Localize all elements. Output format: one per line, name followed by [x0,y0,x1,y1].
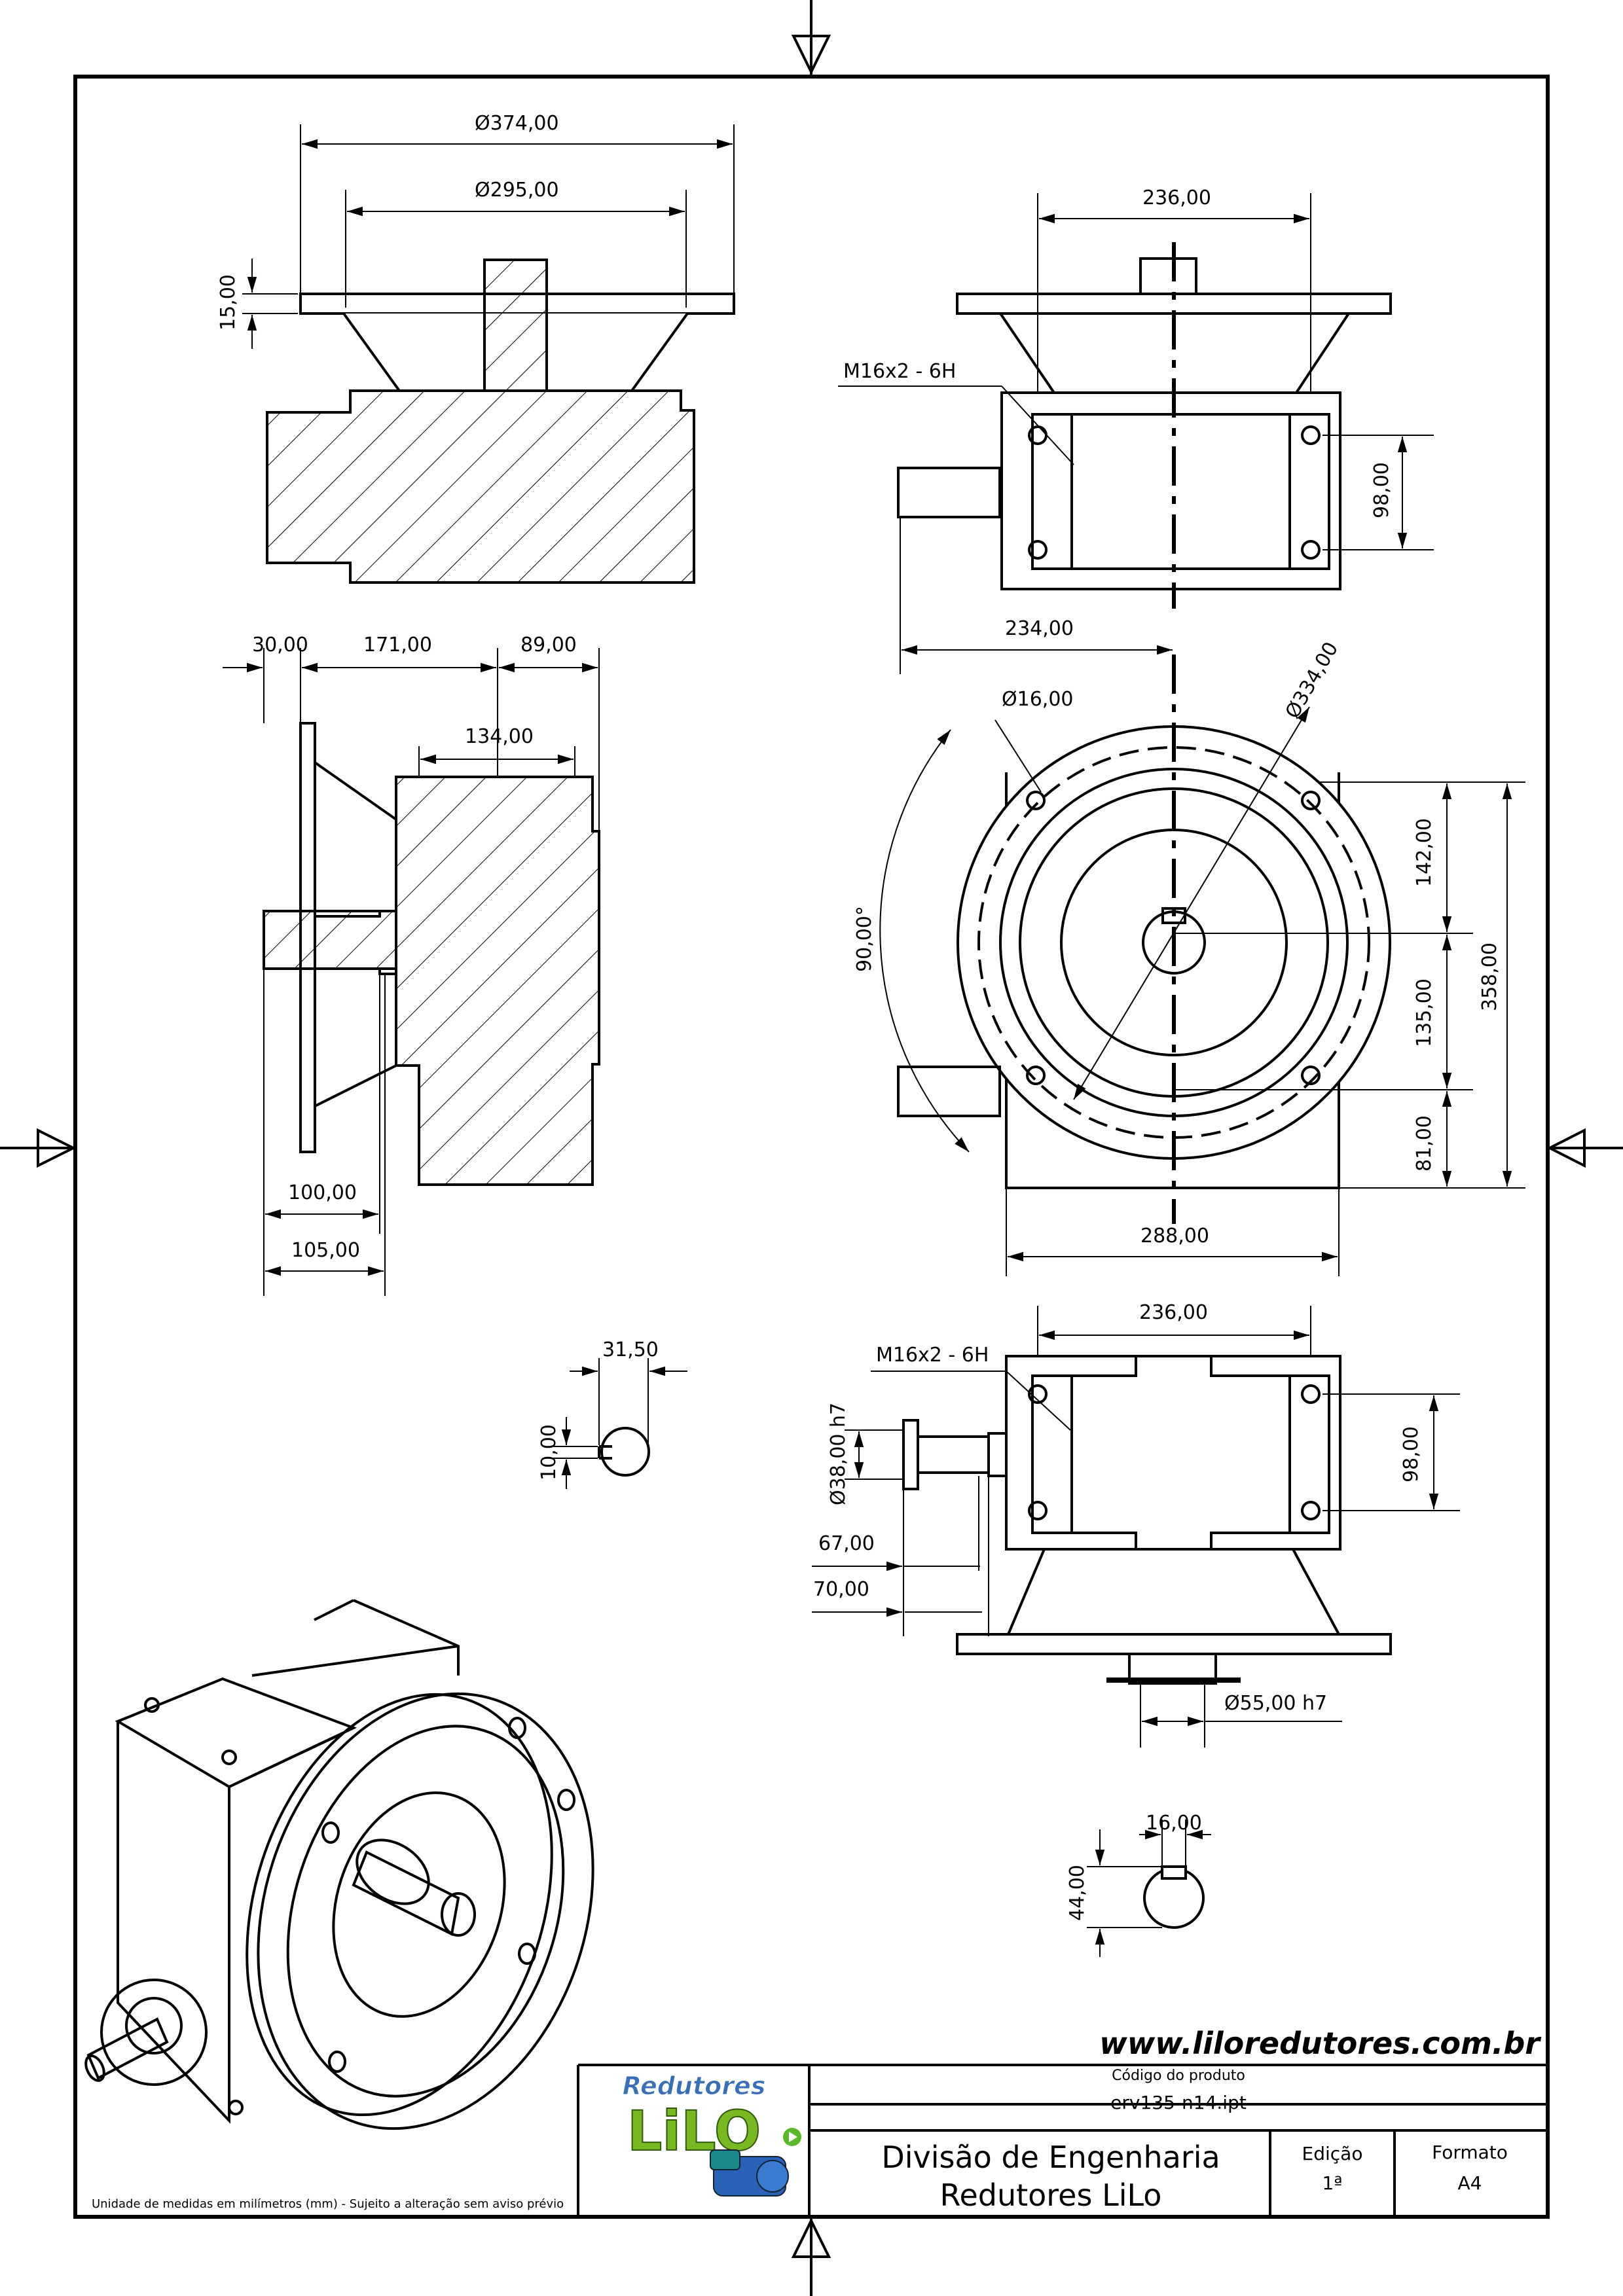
dim-w134: 134,00 [465,725,534,748]
dim-w30: 30,00 [252,634,308,656]
title-block [577,2064,1548,2217]
website-link[interactable]: www.liloredutores.com.br [1099,2026,1542,2061]
edition-label: Edição [1302,2143,1363,2164]
dim-d374: Ø374,00 [475,112,559,135]
logo-text-bottom: LiLO [627,2099,761,2163]
isometric-view [84,1599,594,2130]
dim-d16: Ø16,00 [1002,688,1074,711]
dim-w105: 105,00 [291,1239,360,1262]
section-view-top-left [242,124,735,584]
dim-h358: 358,00 [1478,942,1501,1011]
format-value: A4 [1458,2172,1482,2194]
dim-w236-top: 236,00 [1142,187,1211,209]
dim-h98-top: 98,00 [1370,462,1393,518]
company-logo: Redutores LiLO [622,2072,801,2197]
front-flange-view [879,655,1525,1276]
dim-w70: 70,00 [813,1578,869,1601]
division-line1: Divisão de Engenharia [881,2140,1220,2175]
dim-w171: 171,00 [363,634,432,656]
dim-w31-5: 31,50 [602,1338,659,1361]
edition-value: 1ª [1322,2172,1342,2194]
dim-w236-bottom: 236,00 [1139,1301,1208,1324]
top-right-view [838,193,1434,674]
dim-angle90: 90,00° [853,906,876,972]
dim-h44: 44,00 [1066,1865,1089,1921]
dim-w234: 234,00 [1005,617,1074,640]
dim-d55: Ø55,00 h7 [1224,1692,1327,1715]
dim-w89: 89,00 [520,634,577,656]
dim-w67: 67,00 [818,1532,875,1555]
dim-thread-bottom: M16x2 - 6H [876,1344,989,1367]
dim-thread-top: M16x2 - 6H [843,360,956,383]
section-view-middle-left [223,648,600,1296]
dim-h10: 10,00 [538,1424,560,1480]
gearmotor-icon [710,2149,789,2197]
dim-h135: 135,00 [1413,978,1436,1047]
play-icon [783,2128,801,2146]
format-label: Formato [1432,2142,1508,2163]
division-line2: Redutores LiLo [940,2178,1162,2213]
key-detail-view [553,1358,687,1489]
logo-text-top: Redutores [623,2072,766,2100]
dim-d334: Ø334,00 [1281,638,1343,723]
dim-w288: 288,00 [1140,1225,1209,1247]
dim-w100: 100,00 [288,1181,357,1204]
product-code-label: Código do produto [1112,2068,1245,2084]
dim-h142: 142,00 [1413,818,1436,887]
shaft-key-detail-view [1087,1820,1211,1957]
dim-h15: 15,00 [217,274,240,331]
product-code: erv135-n14.ipt [1110,2092,1247,2113]
dim-h98-bottom: 98,00 [1400,1426,1423,1482]
dim-w16: 16,00 [1146,1812,1202,1835]
dim-d295: Ø295,00 [475,179,559,202]
dim-h81: 81,00 [1413,1115,1436,1172]
bottom-right-view [812,1306,1460,1748]
dim-d38: Ø38,00 h7 [827,1403,850,1505]
units-note: Unidade de medidas em milímetros (mm) - … [92,2197,564,2211]
